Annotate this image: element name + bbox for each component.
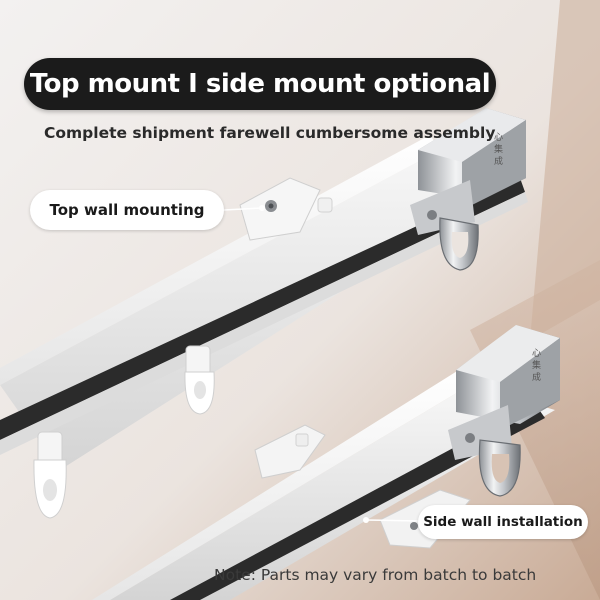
upper-rail <box>0 135 528 470</box>
lower-runner <box>254 424 326 479</box>
svg-text:集: 集 <box>532 359 541 371</box>
top-wall-mounting-callout: Top wall mounting <box>30 190 224 230</box>
batch-variation-note: Note: Parts may vary from batch to batch <box>214 566 537 584</box>
upper-runner-1 <box>184 345 215 415</box>
headline-banner: Top mount I side mount optional <box>24 58 496 110</box>
side-wall-pointer <box>365 519 419 522</box>
top-wall-pointer <box>223 207 263 211</box>
lower-end-cap: 心 集 成 <box>456 325 560 430</box>
subheadline: Complete shipment farewell cumbersome as… <box>44 124 496 142</box>
upper-runner-2 <box>33 431 67 519</box>
svg-text:集: 集 <box>494 143 503 155</box>
upper-end-cap: 心 集 成 <box>418 108 526 210</box>
lower-mount-bracket <box>448 405 521 497</box>
svg-text:成: 成 <box>532 371 541 383</box>
side-wall-installation-callout: Side wall installation <box>418 505 588 539</box>
svg-text:成: 成 <box>494 155 503 167</box>
wall-corner <box>530 0 600 340</box>
top-mount-clip <box>239 177 333 241</box>
upper-mount-bracket <box>410 180 479 271</box>
svg-text:心: 心 <box>532 348 541 359</box>
svg-text:心: 心 <box>494 132 503 143</box>
lower-rail <box>92 368 555 600</box>
